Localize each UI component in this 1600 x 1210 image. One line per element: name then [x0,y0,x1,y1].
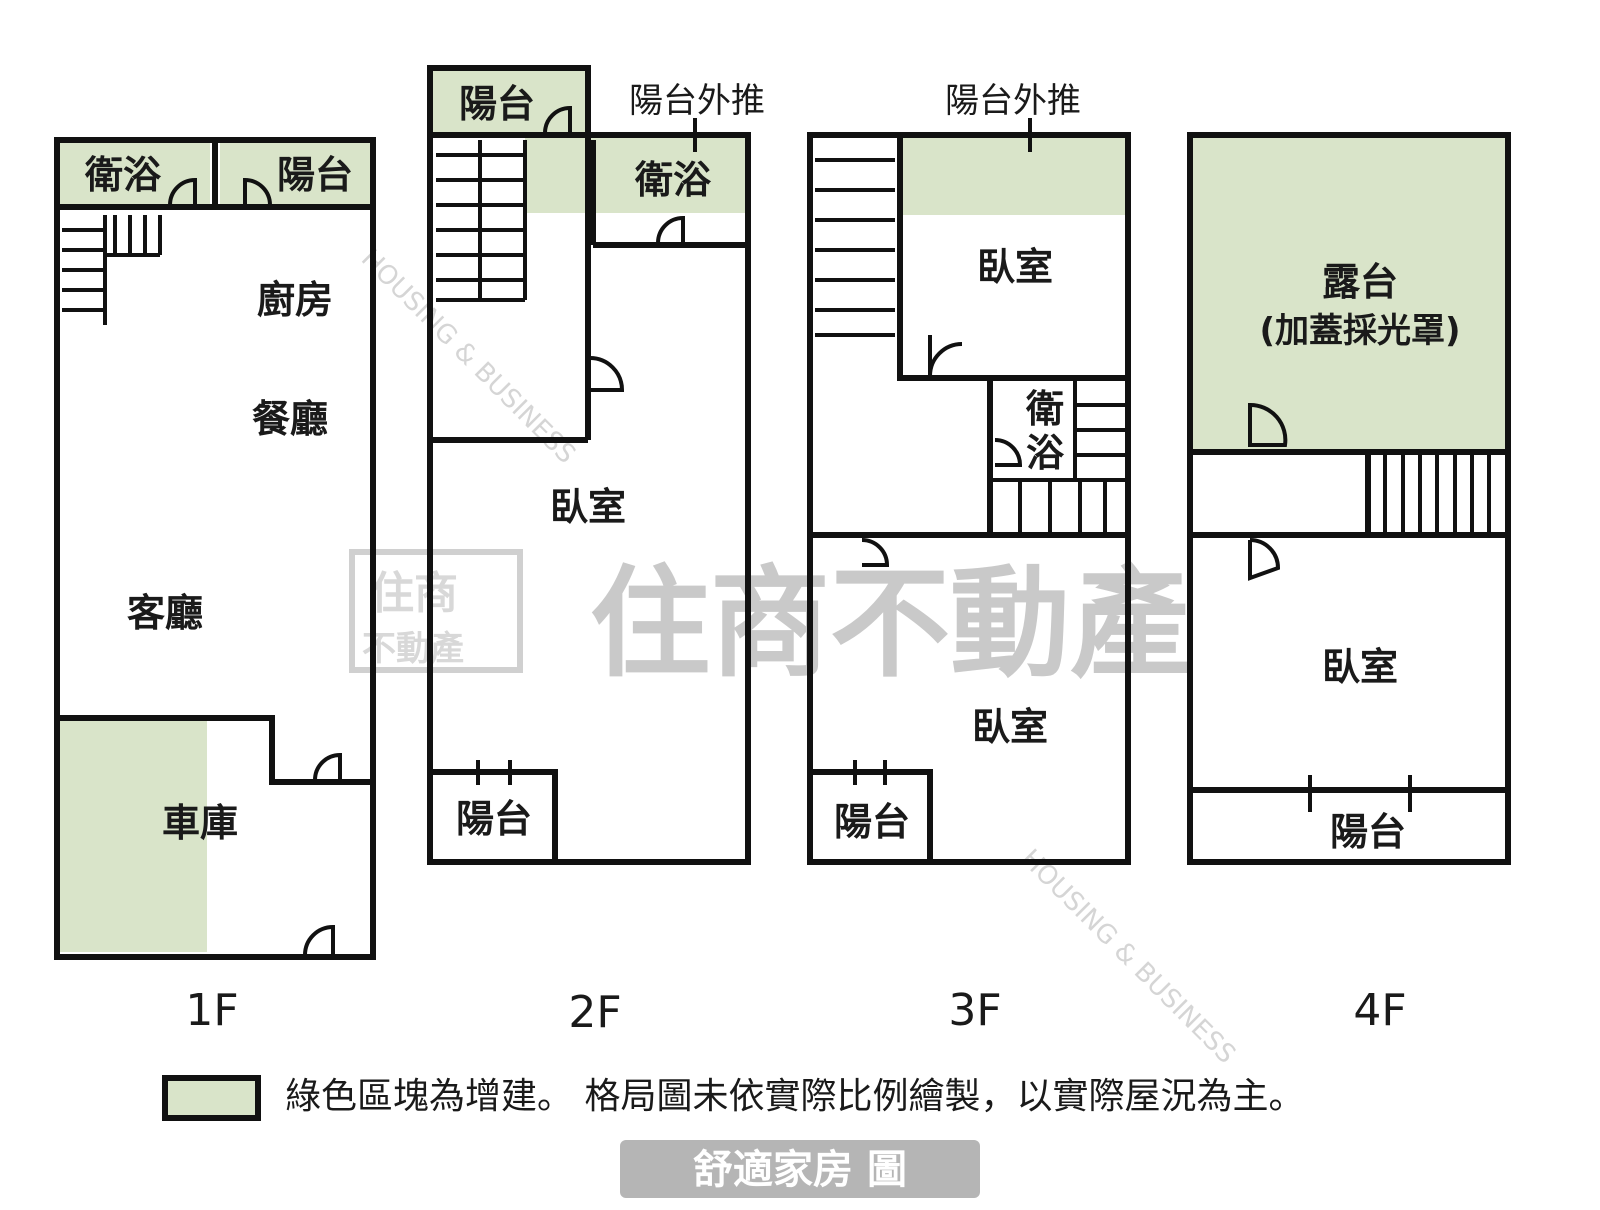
stairs-icon [62,215,162,325]
door-icon [1248,402,1288,447]
room-label: 露台 [1322,260,1398,304]
room-label: 衛 [1025,387,1064,431]
overlay-title: 舒適家房 圖 [693,1147,907,1193]
watermark-en: HOUSING & BUSINESS [1015,844,1241,1070]
door-icon [589,356,625,392]
floor-2f: 陽台 衛浴 臥室 陽台 陽台外推 2F [427,65,765,1038]
legend-swatch [162,1075,261,1121]
room-label: 臥室 [550,485,626,529]
room-label: 衛浴 [84,153,162,197]
room-label: 臥室 [977,245,1053,289]
room-label: 衛浴 [634,158,712,202]
door-icon [303,924,335,956]
door-icon [1248,538,1281,581]
watermark-en: HOUSING & BUSINESS [355,244,581,470]
note-label: 陽台外推 [945,81,1081,121]
door-icon [928,342,963,377]
door-icon [168,177,197,206]
floor-3f: 臥室 衛 浴 臥室 陽台 陽台外推 3F [807,81,1131,1036]
watermark-main: 住商不動產 [590,555,1190,694]
stairs-icon [1383,455,1491,532]
floor-label: 1F [185,985,238,1036]
room-label: 浴 [1026,431,1065,475]
room-label: 臥室 [972,705,1048,749]
stairs-icon [436,140,527,302]
room-label: 車庫 [162,801,238,845]
watermark-logo-top: 住商 [370,568,458,619]
floor-4f: 露台 (加蓋採光罩) 臥室 陽台 4F [1187,132,1511,1036]
door-icon [861,538,890,567]
floor-label: 4F [1353,985,1406,1036]
door-icon [313,752,342,781]
room-label: 陽台 [277,153,353,197]
room-label: (加蓋採光罩) [1259,311,1460,351]
room-label: 陽台 [1330,810,1406,854]
room-label: 廚房 [257,278,333,322]
room-label: 客廳 [127,591,203,635]
stairs-icon [815,158,1125,532]
floor-label: 3F [948,985,1001,1036]
note-label: 陽台外推 [629,81,765,121]
door-icon [243,177,272,206]
overlay-title-background [620,1140,980,1198]
room-label: 餐廳 [252,397,328,441]
watermark: 住商 不動產 住商不動產 HOUSING & BUSINESS HOUSING … [349,244,1241,1070]
room-label: 陽台 [456,797,532,841]
door-icon [543,105,572,134]
room-label: 陽台 [459,82,535,126]
floor-label: 2F [568,987,621,1038]
floor-1f: 衛浴 陽台 廚房 餐廳 客廳 車庫 1F [54,137,376,1036]
door-icon [994,438,1023,467]
overlay-title-group: 舒適家房 圖 [620,1140,980,1198]
watermark-logo-bottom: 不動產 [362,629,464,669]
legend-text: 綠色區塊為增建。 格局圖未依實際比例繪製，以實際屋況為主。 [285,1076,1304,1117]
door-icon [656,215,685,244]
legend: 綠色區塊為增建。 格局圖未依實際比例繪製，以實際屋況為主。 [162,1075,1304,1121]
room-label: 臥室 [1322,645,1398,689]
room-label: 陽台 [834,800,910,844]
